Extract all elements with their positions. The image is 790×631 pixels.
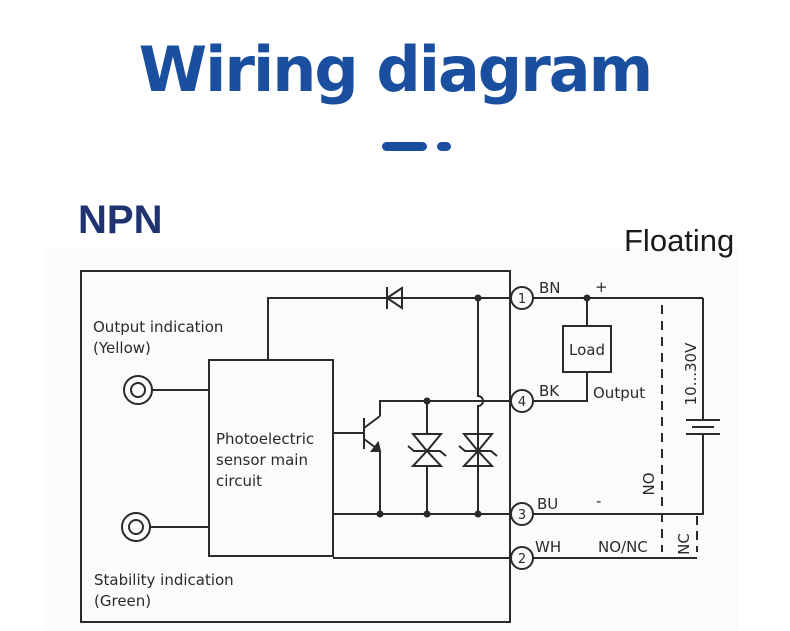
- main-circuit-box: [208, 359, 334, 557]
- supply-voltage-label: 10...30V: [682, 342, 700, 405]
- mode-label: Floating: [624, 223, 735, 258]
- wire-bn-label: BN: [539, 279, 561, 297]
- junction-dot: [423, 510, 431, 518]
- npn-transistor-icon: [333, 400, 511, 514]
- main-circuit-label-1: Photoelectric: [216, 430, 314, 448]
- main-circuit-label-3: circuit: [216, 472, 262, 490]
- wire-wh-label: WH: [535, 538, 561, 556]
- wire-circuit-to-diode: [267, 297, 386, 360]
- battery-icon: [686, 419, 720, 435]
- output-indication-color: (Yellow): [93, 339, 151, 357]
- title-underline-dash: [382, 142, 427, 151]
- negative-polarity-label: -: [596, 492, 601, 510]
- positive-polarity-label: +: [595, 278, 608, 296]
- load-label: Load: [569, 341, 605, 359]
- nc-label: NC: [675, 533, 693, 555]
- tvs-diode-icon: [458, 433, 498, 467]
- sensor-housing-outline: [80, 270, 511, 623]
- no-nc-label: NO/NC: [598, 538, 648, 556]
- diagram-panel: [44, 248, 738, 631]
- output-type-label: NPN: [78, 198, 163, 242]
- wire-bn-to-bu-vertical: [477, 298, 484, 514]
- tvs-diode-icon: [407, 401, 447, 514]
- stability-indication-color: (Green): [94, 592, 151, 610]
- terminal-1-number: 1: [518, 292, 526, 307]
- terminal-2-number: 2: [518, 552, 526, 567]
- main-circuit-label-2: sensor main: [216, 451, 308, 469]
- output-indication-label: Output indication: [93, 318, 223, 336]
- title-underline-dot: [437, 142, 451, 151]
- stability-indication-label: Stability indication: [94, 571, 234, 589]
- wire-bu-label: BU: [537, 495, 558, 513]
- terminal-3-number: 3: [518, 508, 526, 523]
- wire-load-to-bk: [533, 372, 588, 402]
- wire-supply-negative: [533, 434, 704, 515]
- output-indicator-led-icon: [123, 375, 209, 405]
- junction-dot: [376, 510, 384, 518]
- page-title: Wiring diagram: [138, 33, 653, 106]
- junction-dot: [474, 510, 482, 518]
- stability-indicator-led-icon: [121, 512, 209, 542]
- output-label: Output: [593, 384, 645, 402]
- wire-bk-label: BK: [539, 382, 560, 400]
- diode-icon: [385, 286, 403, 310]
- no-label: NO: [640, 472, 658, 495]
- terminal-4-number: 4: [518, 395, 526, 410]
